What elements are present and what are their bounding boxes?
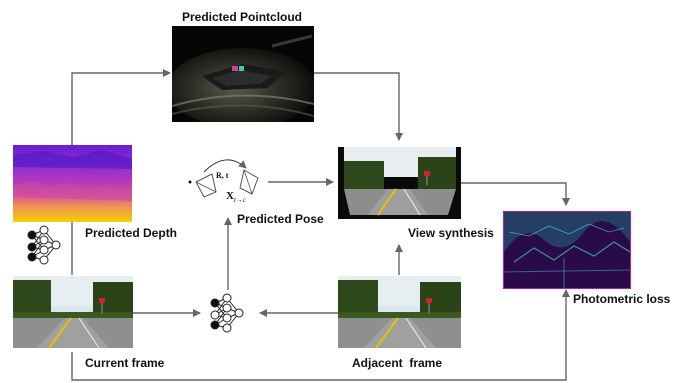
pointcloud-render [172,34,314,122]
current-frame-image [13,276,133,348]
arrow-view-synthesis-to-loss [461,182,570,206]
photometric-loss-label: Photometric loss [573,292,671,306]
view-synthesis-image [338,147,461,219]
pose-label: Predicted Pose [237,212,324,226]
pointcloud-image [172,26,314,122]
road-scene [13,276,133,348]
road-scene [338,276,461,348]
depth-label: Predicted Depth [85,226,178,240]
arrow-current-to-loss [71,289,570,381]
depth-structure [13,150,132,201]
depth-map-image [13,145,132,222]
arrow-depth-to-pointcloud [71,69,171,145]
arrow-pointcloud-to-view-synthesis [313,72,403,141]
pose-rt-label: R, t [216,171,229,180]
view-synthesis-label: View synthesis [408,226,494,240]
pose-transform-subscript: t→c [233,196,247,205]
pose-transform-label: Xt→c [226,190,246,204]
photometric-loss-image [503,211,631,289]
adjacent-frame-label: Adjacent frame [352,356,443,370]
road-scene [344,147,456,216]
current-frame-label: Current frame [85,356,165,370]
loss-map [504,212,630,288]
pointcloud-label: Predicted Pointcloud [182,10,303,24]
adjacent-frame-image [338,276,461,348]
pose-transform-symbol: X [226,190,234,202]
